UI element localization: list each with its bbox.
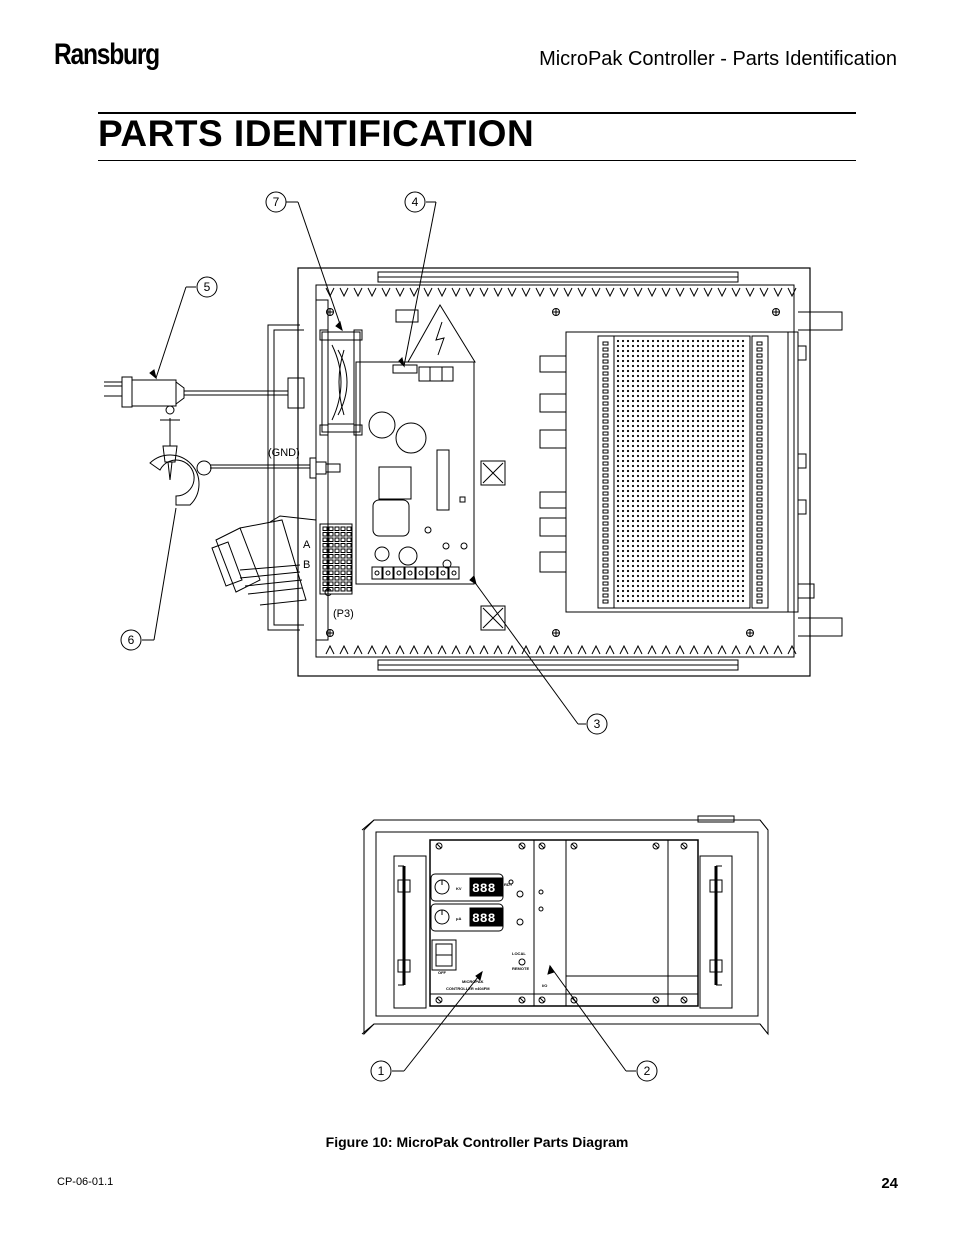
io-label: I/O [542, 983, 547, 988]
rdy-label: RDY [504, 882, 513, 887]
off-label: OFF [438, 970, 447, 975]
power-supply-board [355, 304, 476, 585]
callout-6 [120, 629, 142, 651]
callout-3 [586, 713, 608, 735]
gnd-label: (GND) [268, 447, 300, 459]
chassis-top-view [297, 267, 811, 677]
callout-4-number: 4 [412, 195, 419, 209]
chassis-screws [326, 308, 780, 637]
ua-display: 888 [472, 911, 496, 926]
callout-5 [196, 276, 218, 298]
callout-leaders-top [142, 201, 586, 725]
ground-clamp [149, 418, 212, 506]
page-title: PARTS IDENTIFICATION [98, 113, 535, 154]
fan [319, 329, 363, 436]
callout-1-number: 1 [378, 1064, 385, 1078]
brand-logo: Ransburg [54, 38, 160, 71]
chassis-front-view: KV 888 μA 888 OFF RDY LOCAL REMOTE MICRO… [361, 815, 769, 1036]
callout-3-number: 3 [594, 717, 601, 731]
ua-label: μA [456, 916, 461, 921]
callout-2 [636, 1060, 658, 1082]
pin-c-label: C [324, 587, 332, 599]
mounting-blocks [480, 460, 506, 631]
heat-sink-module [539, 311, 843, 637]
callout-1 [370, 1060, 392, 1082]
callout-7-number: 7 [273, 195, 280, 209]
remote-label: REMOTE [512, 966, 529, 971]
callout-4 [404, 191, 426, 213]
vent-notches-bottom [325, 644, 797, 655]
title-rule-bottom [98, 160, 856, 161]
front-panel-screws [435, 842, 688, 1004]
callout-leaders-front [392, 964, 636, 1072]
page-number: 24 [881, 1175, 898, 1192]
module-name-line1: MICROPAK [462, 979, 484, 984]
pin-a-label: A [303, 539, 311, 551]
callout-2-number: 2 [644, 1064, 651, 1078]
callout-5-number: 5 [204, 280, 211, 294]
callout-6-number: 6 [128, 633, 135, 647]
callout-7 [265, 191, 287, 213]
power-cord-plug [104, 376, 288, 421]
kv-label: KV [456, 886, 462, 891]
terminal-block [371, 566, 460, 580]
vent-notches-top [325, 287, 797, 298]
callouts: 7 4 5 6 3 1 2 [120, 191, 658, 1082]
io-connector [319, 523, 353, 595]
ground-stud [210, 457, 341, 479]
kv-display: 888 [472, 881, 496, 896]
p3-cable-connector [211, 515, 317, 606]
header-title: MicroPak Controller - Parts Identificati… [539, 48, 897, 70]
p3-label: (P3) [333, 608, 354, 620]
document-code: CP-06-01.1 [57, 1176, 114, 1188]
local-label: LOCAL [512, 951, 526, 956]
title-rule-top [98, 112, 856, 114]
pin-b-label: B [303, 559, 310, 571]
figure-caption: Figure 10: MicroPak Controller Parts Dia… [325, 1134, 629, 1150]
module-name-line2: CONTROLLER v404FM [446, 986, 490, 991]
